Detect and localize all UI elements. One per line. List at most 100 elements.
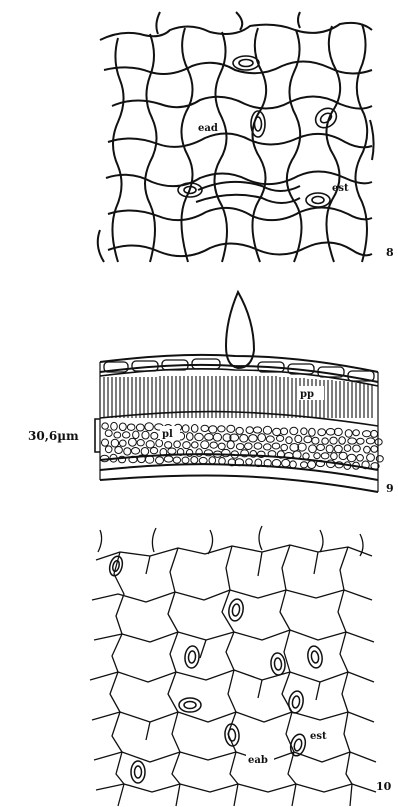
spongy-cell	[281, 444, 288, 451]
spongy-cell	[123, 432, 130, 438]
spongy-cell	[317, 444, 325, 450]
spongy-cell	[246, 459, 253, 465]
spongy-cell	[367, 454, 375, 462]
spongy-cell	[318, 429, 326, 436]
spongy-cell	[295, 435, 302, 442]
spongy-cell	[120, 440, 127, 446]
spongy-cell	[273, 428, 281, 435]
spongy-cell	[326, 429, 335, 436]
spongy-cell	[124, 448, 131, 455]
spongy-cell	[366, 438, 374, 444]
figure-number-9: 9	[386, 482, 394, 495]
spongy-cell	[115, 447, 123, 454]
spongy-cell	[201, 425, 209, 431]
figure-number-10: 10	[376, 780, 392, 793]
spongy-cell	[201, 441, 209, 449]
spongy-cell	[321, 453, 329, 459]
spongy-cell	[191, 457, 198, 464]
spongy-cell	[301, 462, 308, 468]
spongy-cell	[183, 442, 191, 449]
spongy-cell	[240, 435, 248, 443]
spongy-cell	[331, 453, 338, 460]
spongy-cell	[131, 448, 139, 455]
figure-9-leaf-cross-section	[100, 292, 383, 492]
spongy-cell	[263, 426, 271, 434]
spongy-cell	[371, 446, 378, 453]
spongy-cell	[129, 438, 137, 446]
spongy-cell	[196, 449, 202, 457]
spongy-cell	[210, 442, 217, 448]
spongy-cell	[227, 425, 235, 432]
spongy-cell	[249, 435, 258, 442]
spongy-cell	[146, 441, 154, 448]
fig8-epidermis-label: ead	[198, 123, 218, 134]
spongy-cell	[164, 456, 173, 462]
spongy-cell	[246, 427, 253, 434]
spongy-cell	[111, 439, 118, 447]
spongy-cell	[105, 430, 112, 437]
spongy-cell	[357, 438, 364, 444]
spongy-cell	[339, 437, 346, 444]
spongy-cell	[312, 437, 319, 444]
spongy-cell	[182, 425, 189, 433]
fig9-spongy-label: pl	[162, 429, 173, 440]
spongy-cell	[334, 445, 342, 452]
spongy-cell	[348, 438, 357, 444]
spongy-cell	[127, 424, 135, 430]
spongy-cell	[102, 439, 109, 446]
spongy-cell	[364, 446, 371, 453]
fig9-palisade-label: pp	[300, 389, 314, 400]
spongy-cell	[280, 428, 287, 435]
spongy-cell	[330, 437, 337, 444]
spongy-cell	[119, 423, 126, 431]
spongy-cell	[277, 435, 284, 441]
spongy-cell	[187, 433, 194, 441]
spongy-cell	[301, 428, 307, 435]
spongy-cell	[254, 443, 262, 449]
spongy-cell	[150, 447, 157, 453]
spongy-cell	[326, 445, 333, 453]
spongy-cell	[218, 443, 225, 449]
scale-bar	[95, 419, 100, 452]
spongy-cell	[102, 423, 109, 429]
spongy-cell	[371, 430, 378, 437]
fig10-epidermis-label: eab	[248, 755, 268, 766]
spongy-cell	[314, 453, 320, 459]
spongy-cell	[209, 426, 217, 433]
spongy-cell	[192, 442, 199, 448]
spongy-cell	[282, 459, 290, 466]
spongy-cell	[236, 427, 243, 434]
spongy-cell	[182, 457, 189, 463]
spongy-cell	[357, 455, 364, 462]
spongy-cell	[339, 452, 347, 459]
fig10-stoma-label: est	[310, 731, 327, 742]
spongy-cell	[363, 431, 371, 437]
spongy-cell	[227, 441, 234, 449]
spongy-cell	[272, 443, 280, 449]
spongy-cell	[205, 434, 214, 441]
spongy-cell	[156, 457, 164, 464]
spongy-cell	[290, 427, 298, 434]
figure-10-abaxial-epidermis	[90, 526, 376, 806]
spongy-cell	[156, 440, 163, 447]
spongy-cell	[236, 444, 244, 450]
spongy-cell	[209, 457, 216, 464]
spongy-cell	[174, 441, 181, 448]
spongy-cell	[168, 448, 176, 454]
spongy-cell	[136, 424, 144, 431]
spongy-cell	[266, 436, 274, 442]
scale-bar-label: 30,6µm	[28, 429, 79, 443]
spongy-cell	[151, 432, 158, 439]
spongy-cell	[253, 427, 261, 433]
spongy-cell	[322, 438, 329, 444]
spongy-cell	[245, 443, 253, 450]
spongy-cell	[218, 426, 225, 432]
spongy-cell	[199, 457, 207, 463]
spongy-cell	[173, 457, 180, 463]
spongy-cell	[309, 445, 317, 453]
spongy-cell	[145, 423, 154, 431]
spongy-cell	[344, 445, 351, 452]
spongy-cell	[141, 448, 149, 456]
spongy-cell	[308, 461, 316, 469]
